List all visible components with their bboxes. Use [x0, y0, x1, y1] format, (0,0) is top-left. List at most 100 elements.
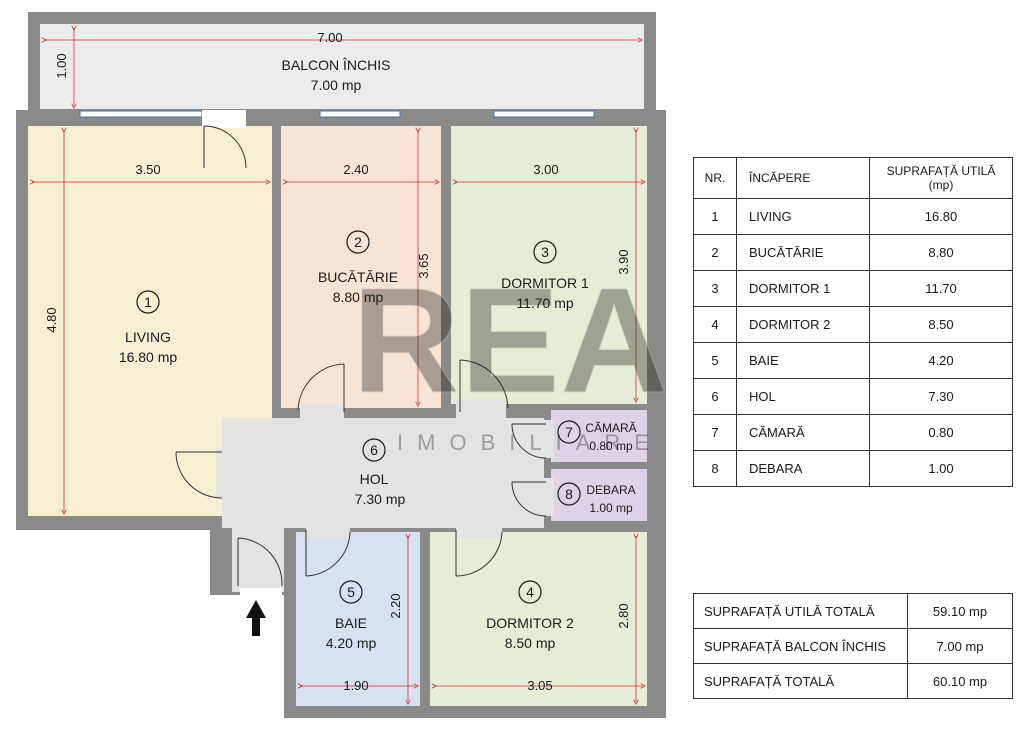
total-useful-label: SUPRAFAȚĂ UTILĂ TOTALĂ: [693, 593, 908, 629]
room-kitchen: [281, 126, 441, 408]
total-balcony-label: SUPRAFAȚĂ BALCON ÎNCHIS: [693, 628, 908, 664]
header-area-line1: SUPRAFAȚĂ UTILĂ: [886, 164, 996, 178]
pantry-number: 7: [565, 424, 573, 440]
header-nr: NR.: [693, 157, 737, 199]
hall-name: HOL: [360, 471, 389, 487]
room-hall: [222, 418, 544, 528]
bedroom2-name: DORMITOR 2: [486, 615, 574, 631]
dim-balcony-width: 7.00: [317, 30, 342, 45]
hall-area: 7.30 mp: [355, 491, 406, 507]
living-name: LIVING: [125, 329, 171, 345]
row-nr: 4: [693, 306, 737, 343]
storage-area: 1.00 mp: [589, 501, 633, 515]
row-nr: 3: [693, 270, 737, 307]
header-area: SUPRAFAȚĂ UTILĂ (mp): [869, 157, 1013, 199]
dim-bedroom1-height: 3.90: [616, 249, 631, 274]
room-storage: [551, 469, 647, 521]
entrance-arrow-icon: [246, 600, 266, 636]
row-nr: 5: [693, 342, 737, 379]
kitchen-area: 8.80 mp: [333, 289, 384, 305]
total-useful-value: 59.10 mp: [907, 593, 1013, 629]
dim-bedroom1-width: 3.00: [533, 162, 558, 177]
doors: [175, 110, 554, 598]
bedroom1-area: 11.70 mp: [516, 295, 574, 311]
bedroom2-area: 8.50 mp: [505, 635, 556, 651]
bath-area: 4.20 mp: [326, 635, 377, 651]
row-area: 7.30: [869, 378, 1013, 415]
total-area-value: 60.10 mp: [907, 663, 1013, 699]
row-name: BUCĂTĂRIE: [736, 234, 870, 271]
dim-bath-width: 1.90: [343, 678, 368, 693]
bath-number: 5: [347, 584, 355, 600]
row-name: HOL: [736, 378, 870, 415]
bedroom1-number: 3: [541, 244, 549, 260]
dim-bath-height: 2.20: [388, 593, 403, 618]
row-nr: 7: [693, 414, 737, 451]
room-bedroom2: [430, 532, 647, 706]
balcony-label: BALCON ÎNCHIS: [282, 57, 391, 73]
row-area: 4.20: [869, 342, 1013, 379]
kitchen-name: BUCĂTĂRIE: [318, 269, 398, 285]
row-area: 16.80: [869, 198, 1013, 235]
row-name: DORMITOR 1: [736, 270, 870, 307]
bedroom1-name: DORMITOR 1: [501, 275, 589, 291]
row-area: 8.80: [869, 234, 1013, 271]
dim-kitchen-width: 2.40: [343, 162, 368, 177]
dim-bedroom2-height: 2.80: [616, 603, 631, 628]
dimension-lines: [32, 28, 643, 702]
dim-living-width: 3.50: [135, 162, 160, 177]
row-name: LIVING: [736, 198, 870, 235]
room-bedroom1: [451, 126, 647, 404]
watermark-logo: REA: [352, 256, 669, 424]
row-area: 8.50: [869, 306, 1013, 343]
dim-bedroom2-width: 3.05: [527, 678, 552, 693]
room-bath: [296, 532, 420, 706]
room-labels: 1 LIVING 16.80 mp 2 BUCĂTĂRIE 8.80 mp 3 …: [119, 230, 637, 651]
watermark: REA IMOBILIARE: [351, 256, 669, 456]
dim-living-height: 4.80: [44, 307, 59, 332]
bedroom2-number: 4: [526, 584, 534, 600]
windows: [79, 110, 595, 118]
row-name: CĂMARĂ: [736, 414, 870, 451]
rooms-table-header: NR. ÎNCĂPERE SUPRAFAȚĂ UTILĂ (mp): [693, 157, 1013, 199]
pantry-area: 0.80 mp: [589, 439, 633, 453]
header-area-line2: (mp): [928, 178, 954, 192]
row-area: 0.80: [869, 414, 1013, 451]
row-nr: 6: [693, 378, 737, 415]
row-name: DEBARA: [736, 450, 870, 487]
room-entrance: [232, 520, 284, 592]
row-name: BAIE: [736, 342, 870, 379]
total-area-label: SUPRAFAȚĂ TOTALĂ: [693, 663, 908, 699]
storage-number: 8: [565, 486, 573, 502]
living-area: 16.80 mp: [119, 349, 178, 365]
watermark-subtext: IMOBILIARE: [397, 430, 663, 455]
row-nr: 1: [693, 198, 737, 235]
row-area: 11.70: [869, 270, 1013, 307]
hall-number: 6: [370, 442, 378, 458]
floor-plan: 7.00 1.00 3.50 4.80 2.40 3.65 3.00 3.90 …: [16, 12, 669, 718]
room-pantry: [551, 410, 647, 462]
living-number: 1: [144, 294, 152, 310]
row-name: DORMITOR 2: [736, 306, 870, 343]
dimension-labels: 7.00 1.00 3.50 4.80 2.40 3.65 3.00 3.90 …: [44, 30, 631, 693]
bath-name: BAIE: [335, 615, 367, 631]
pantry-name: CĂMARĂ: [585, 420, 636, 435]
row-area: 1.00: [869, 450, 1013, 487]
kitchen-number: 2: [354, 234, 362, 250]
dim-kitchen-height: 3.65: [416, 253, 431, 278]
balcony-area: 7.00 mp: [311, 77, 362, 93]
row-nr: 2: [693, 234, 737, 271]
dim-balcony-depth: 1.00: [54, 53, 69, 78]
